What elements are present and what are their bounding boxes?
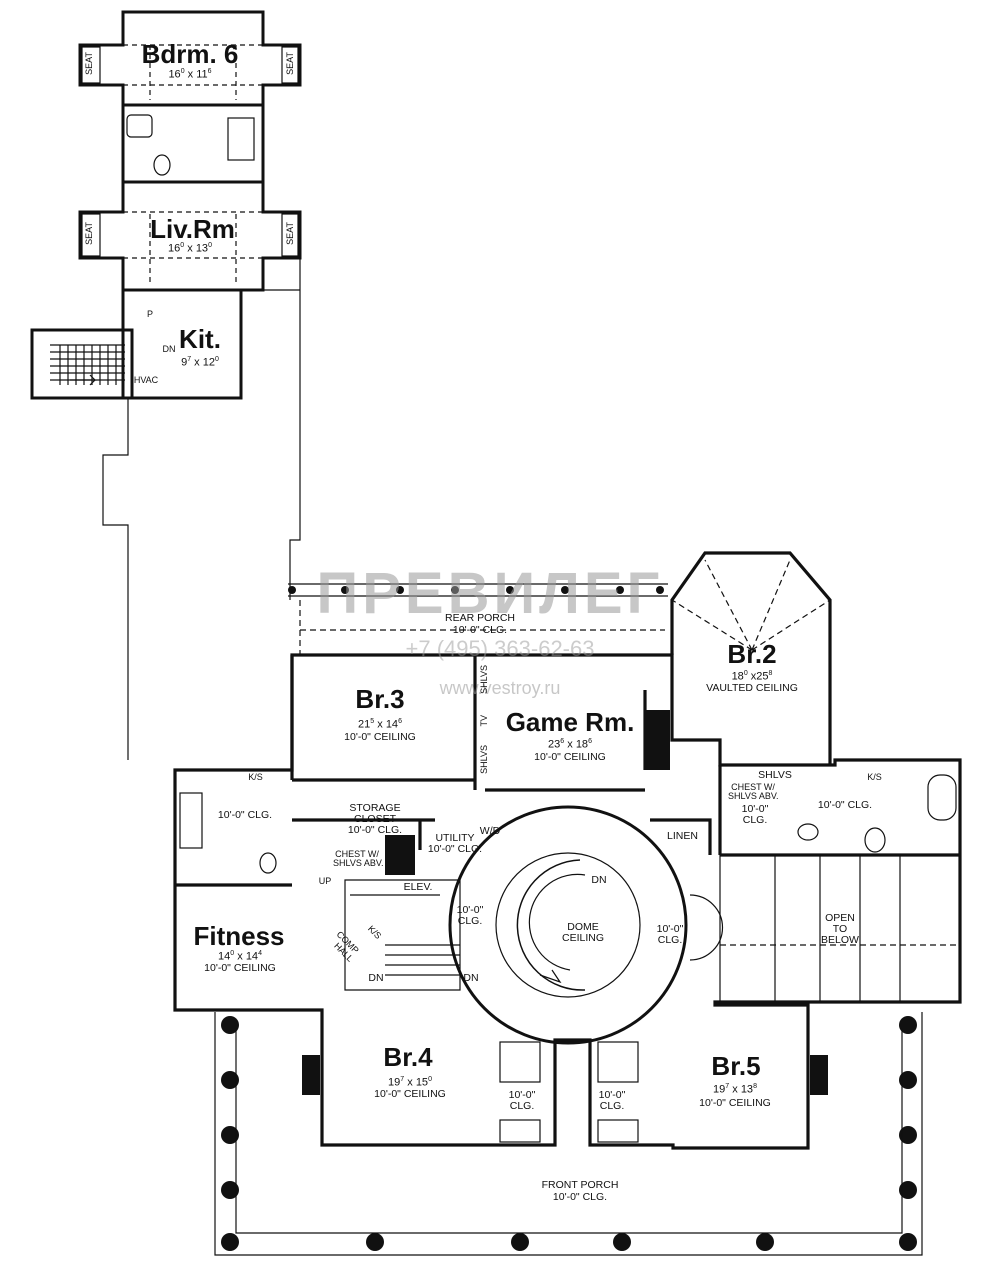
room-name-kit: Kit. (179, 324, 221, 354)
wd-label: W/D (479, 825, 501, 837)
rear-porch-label: REAR PORCH (444, 612, 515, 624)
front-porch-label: FRONT PORCH (541, 1179, 619, 1191)
utility-label: UTILITY (435, 832, 475, 844)
room-dims-bdrm6: 160 x 116 (168, 68, 212, 81)
room-dims-br3: 215 x 146 (358, 718, 402, 731)
shlvs-abv-label: SHLVS ABV. (333, 858, 384, 868)
shlvs-label: SHLVS (479, 665, 489, 694)
room-dims-br4: 197 x 150 (388, 1076, 432, 1089)
seat-label: SEAT (285, 52, 295, 75)
shlvs-abv-label: SHLVS ABV. (728, 791, 779, 801)
closet-label: CLOSET (353, 813, 396, 825)
stair-dn-label: DN (162, 344, 176, 354)
rotunda-ceiling-b: CLG. (457, 915, 483, 927)
elev-label: ELEV. (403, 881, 433, 893)
storage-ceiling: 10'-0" CLG. (347, 824, 403, 836)
bath-br5-ceiling-b: CLG. (599, 1100, 625, 1112)
dome-ceiling-label: CEILING (561, 932, 604, 944)
bath-br4-ceiling-a: 10'-0" (508, 1089, 536, 1101)
bath-br2-ceiling: 10'-0" CLG. (817, 799, 873, 811)
ceiling-br5: 10'-0" CEILING (699, 1097, 771, 1109)
watermark-phone: +7 (495) 363-62-63 (405, 636, 595, 661)
ceiling-br4: 10'-0" CEILING (374, 1088, 446, 1100)
bath-br4-ceiling-b: CLG. (509, 1100, 535, 1112)
dome-label: DOME (567, 921, 599, 933)
seat-label: SEAT (84, 222, 94, 245)
ceiling-game: 10'-0" CEILING (534, 751, 606, 763)
room-dims-game: 236 x 186 (548, 738, 592, 751)
ceiling-br2: VAULTED CEILING (706, 682, 798, 694)
bath-br5-ceiling-a: 10'-0" (598, 1089, 626, 1101)
room-dims-fitness: 140 x 144 (218, 950, 262, 963)
room-name-livrm: Liv.Rm (150, 214, 235, 244)
east-hall-ceiling-a: 10'-0" (656, 923, 684, 935)
utility-ceiling: 10'-0" CLG. (427, 843, 483, 855)
br2-walls (670, 551, 832, 765)
watermark-brand: ПРЕВИЛЕГ (316, 561, 664, 626)
room-name-br3: Br.3 (355, 684, 405, 714)
kit-walls (121, 288, 243, 400)
dn-label: DN (591, 874, 607, 886)
shlvs-br2-closet: SHLVS (758, 769, 792, 781)
tv-label: TV (479, 715, 489, 727)
dn-label: DN (463, 972, 479, 984)
room-name-br4: Br.4 (383, 1042, 433, 1072)
bath-wing-walls (121, 103, 265, 184)
dn-label: DN (368, 972, 384, 984)
room-name-game: Game Rm. (505, 707, 635, 737)
room-name-br5: Br.5 (711, 1051, 761, 1081)
watermark-url: www.vestroy.ru (439, 678, 561, 698)
room-name-br2: Br.2 (727, 639, 777, 669)
room-name-bdrm6: Bdrm. 6 (141, 39, 239, 69)
storage-label: STORAGE (349, 802, 401, 814)
closet-br2-ceiling-a: 10'-0" (741, 803, 769, 815)
chest-label: CHEST W/ (335, 849, 379, 859)
rotunda (448, 805, 688, 1045)
ks-fitness-bath: K/S (248, 772, 263, 782)
chest-label: CHEST W/ (731, 782, 775, 792)
ceiling-br3: 10'-0" CEILING (344, 731, 416, 743)
room-dims-br5: 197 x 138 (713, 1083, 757, 1096)
rear-porch-ceiling: 10'-0" CLG. (452, 624, 508, 636)
pantry-label: P (146, 309, 153, 319)
fitness-bath-ceiling: 10'-0" CLG. (217, 809, 273, 821)
below-label: BELOW (821, 934, 859, 946)
to-label: TO (832, 923, 848, 935)
east-hall-ceiling-b: CLG. (657, 934, 683, 946)
stair-block (30, 328, 134, 400)
room-dims-livrm: 160 x 130 (168, 242, 212, 255)
room-dims-br2: 180 x258 (731, 670, 773, 683)
ks-br2: K/S (867, 772, 882, 782)
room-dims-kit: 97 x 120 (181, 356, 219, 369)
open-label: OPEN (825, 912, 855, 924)
ceiling-fitness: 10'-0" CEILING (204, 962, 276, 974)
room-name-fitness: Fitness (193, 921, 285, 951)
seat-label: SEAT (285, 222, 295, 245)
front-porch-ceiling: 10'-0" CLG. (552, 1191, 608, 1203)
rotunda-ceiling-a: 10'-0" (456, 904, 484, 916)
linen-label: LINEN (667, 830, 698, 842)
hvac-label: HVAC (133, 375, 159, 385)
seat-label: SEAT (84, 52, 94, 75)
shlvs-label: SHLVS (479, 745, 489, 774)
up-label: UP (318, 876, 332, 886)
closet-br2-ceiling-b: CLG. (742, 814, 768, 826)
